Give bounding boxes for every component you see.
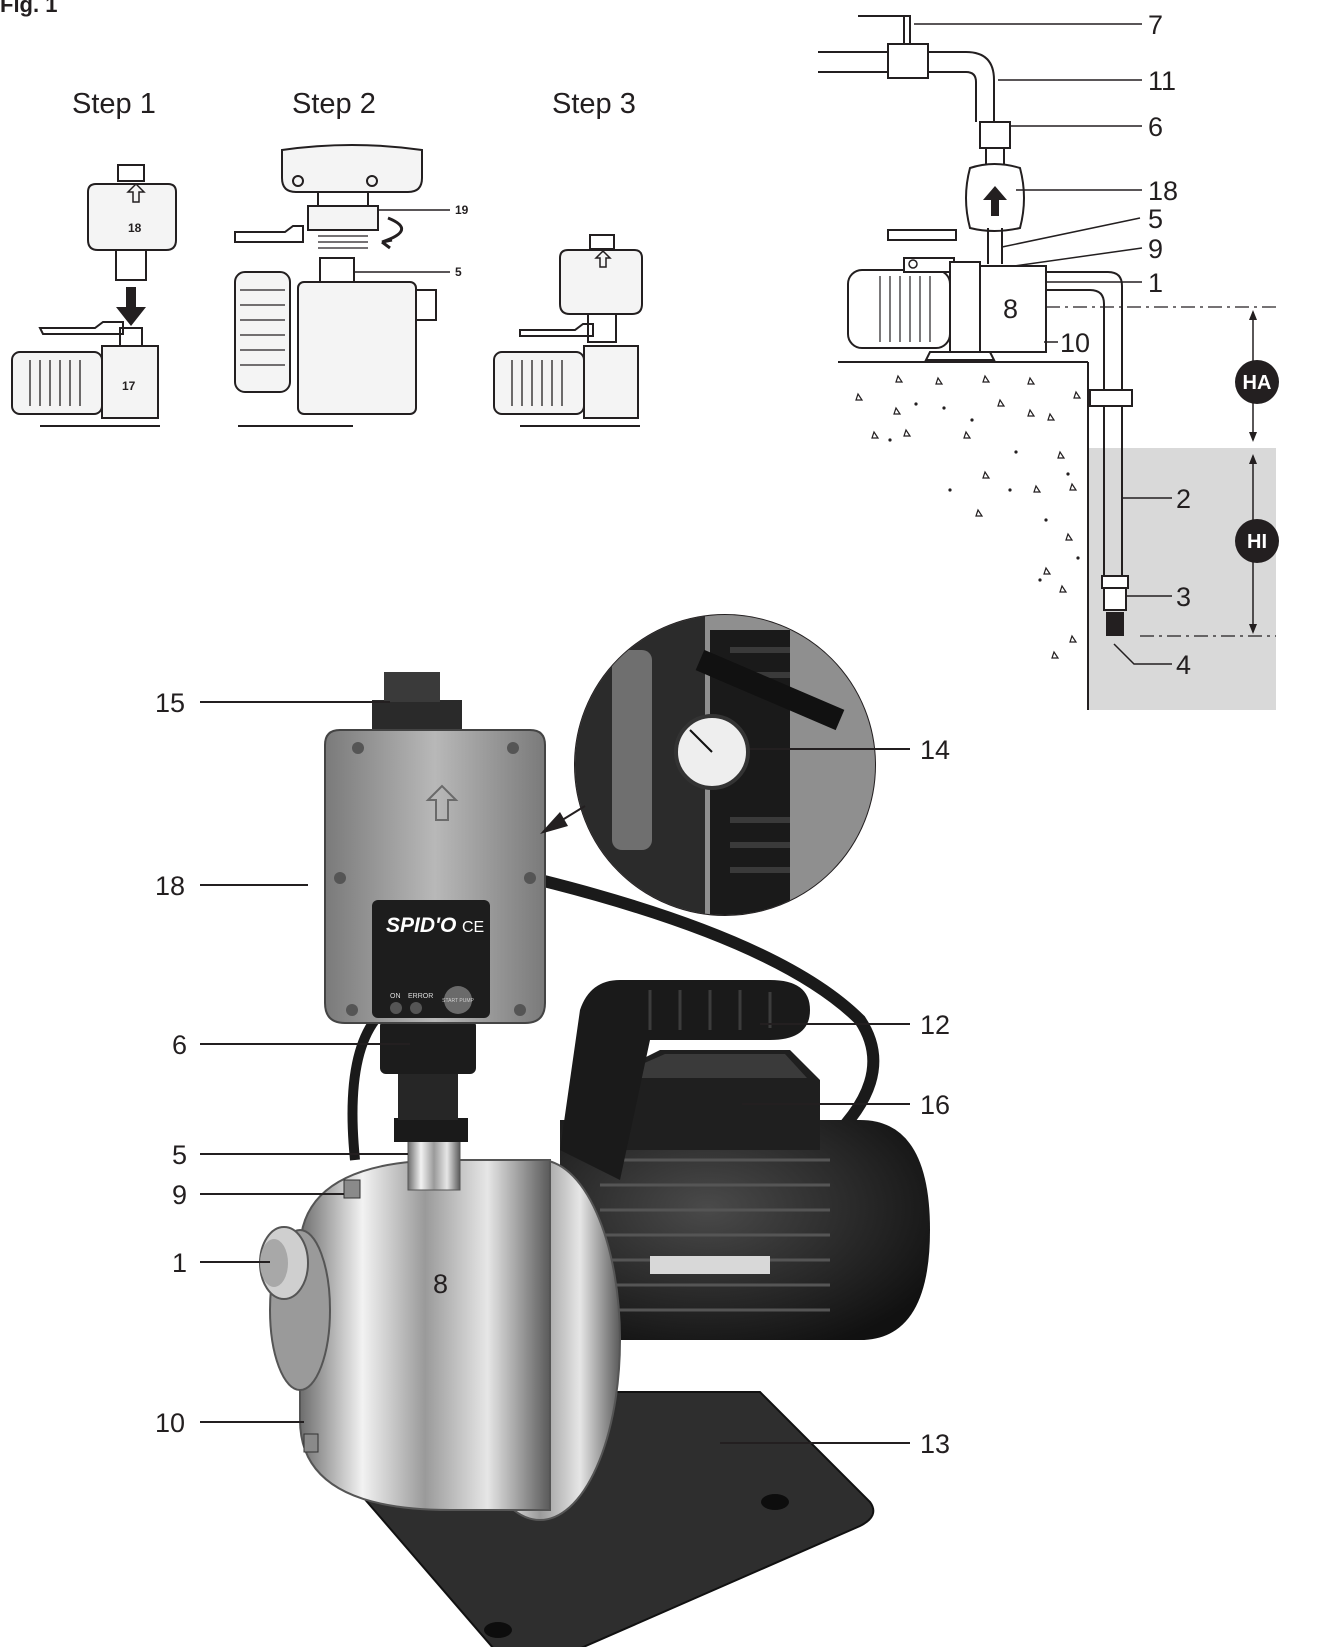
callout-2: 2 [1176,484,1191,514]
callout-4: 4 [1176,650,1191,680]
callout-1: 1 [1148,268,1163,298]
photo-callout-16: 16 [920,1090,950,1120]
step-2-port-callout: 5 [455,265,462,279]
callout-18: 18 [1148,176,1178,206]
callout-3: 3 [1176,582,1191,612]
callout-9: 9 [1148,234,1163,264]
hi-label: HI [1247,531,1267,553]
photo-callouts: 15 18 6 5 9 1 10 14 12 16 13 [155,688,950,1459]
step-1-diagram: Step 1 18 17 [11,88,177,427]
photo-callout-13: 13 [920,1429,950,1459]
step-1-label: Step 1 [72,88,156,120]
ce-mark: CE [462,919,484,936]
photo-callout-9: 9 [172,1180,187,1210]
schematic-body-callout: 8 [1003,294,1018,324]
start-pump-button[interactable] [444,986,472,1014]
step-1-control-callout: 18 [128,221,142,235]
photo-callout-10: 10 [155,1408,185,1438]
pressure-gauge-inset [574,614,876,916]
photo-callout-1: 1 [172,1248,187,1278]
step-3-diagram: Step 3 [493,88,643,427]
installation-schematic: 8 HA HI [818,10,1279,710]
immersion-depth-badge: HI [1235,519,1279,563]
photo-body-label: 8 [433,1269,448,1299]
pump-housing [299,1159,551,1511]
indicator-on-label: ON [390,993,401,1000]
callout-7: 7 [1148,10,1163,40]
head-height-suction-badge: HA [1235,360,1279,404]
callout-6: 6 [1148,112,1163,142]
step-3-label: Step 3 [552,88,636,120]
photo-callout-6: 6 [172,1030,187,1060]
step-2-ring-callout: 19 [455,203,469,217]
step-1-pump-callout: 17 [122,379,136,393]
photo-callout-12: 12 [920,1010,950,1040]
carry-handle [560,980,810,1180]
figure-title: Fig. 1 [0,0,57,17]
ha-label: HA [1243,372,1272,394]
photo-callout-15: 15 [155,688,185,718]
photo-callout-5: 5 [172,1140,187,1170]
step-2-diagram: Step 2 19 5 [234,88,469,427]
callout-10: 10 [1060,328,1090,358]
callout-5: 5 [1148,204,1163,234]
photo-callout-18: 18 [155,871,185,901]
photo-callout-14: 14 [920,735,950,765]
indicator-error-label: ERROR [408,993,433,1000]
step-2-label: Step 2 [292,88,376,120]
brand-logo: SPID'O [386,914,456,937]
callout-11: 11 [1148,66,1176,96]
start-pump-label: START PUMP [442,998,474,1004]
pump-photo: 8 SPID'O CE ON ERROR START PUMP [259,614,930,1647]
